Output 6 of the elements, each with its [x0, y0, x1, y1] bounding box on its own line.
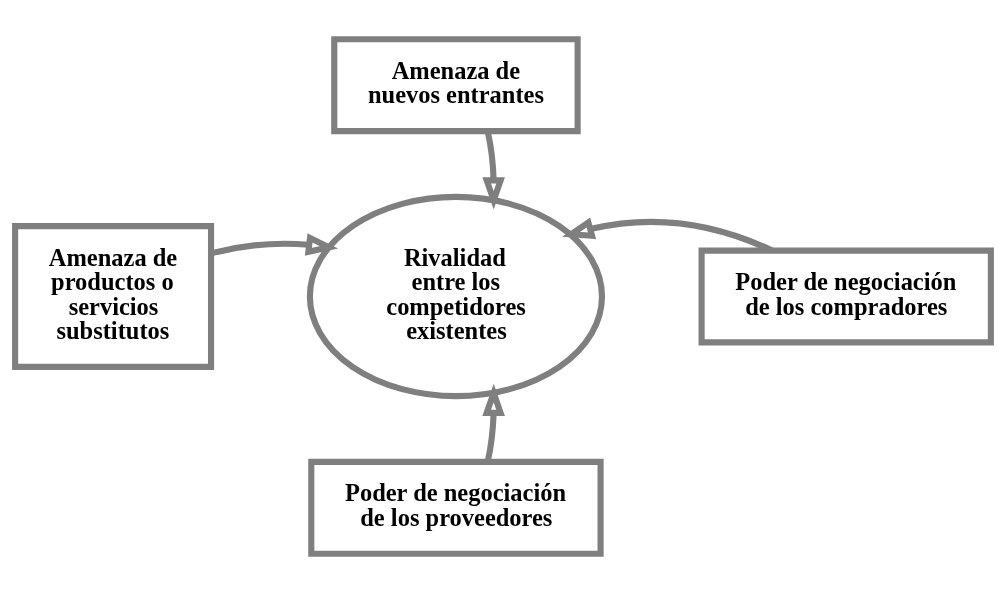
- arrow: [561, 217, 773, 254]
- node-box: Poder de negociación de los compradores: [698, 247, 994, 346]
- node-box: Amenaza de nuevos entrantes: [330, 36, 581, 135]
- arrow: [481, 383, 505, 462]
- node-box: Poder de negociación de los proveedores: [307, 458, 604, 557]
- node-box: Amenaza de productos o servicios substitutos: [11, 223, 214, 370]
